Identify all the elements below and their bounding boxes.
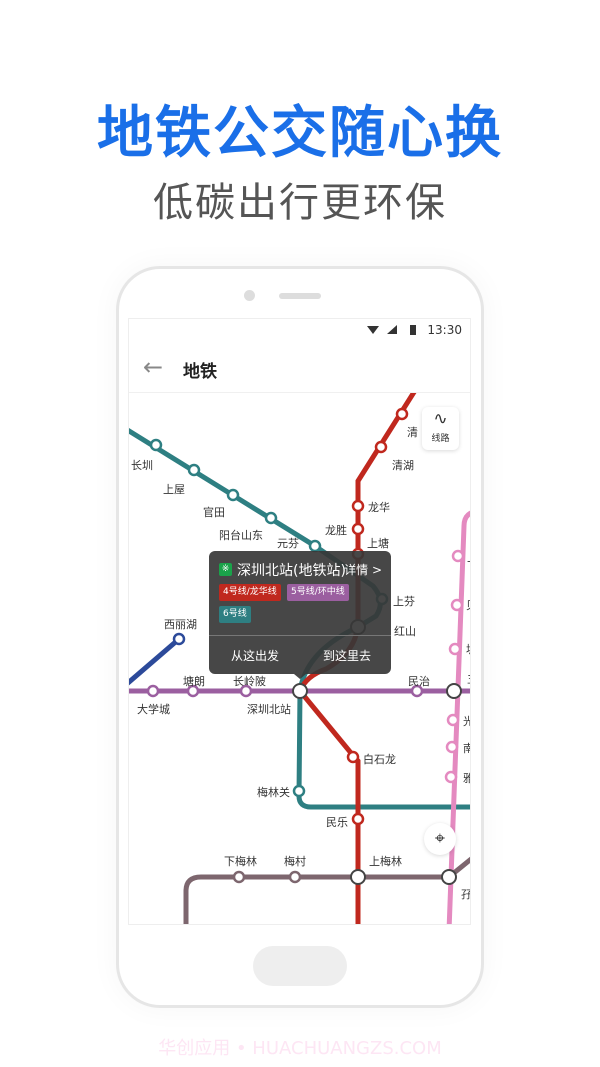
line-tag: 6号线 bbox=[219, 606, 251, 623]
metro-logo-icon: ※ bbox=[219, 563, 232, 576]
station-marker bbox=[446, 713, 460, 727]
route-icon: ∿ bbox=[433, 409, 448, 429]
signal-icon bbox=[387, 325, 397, 334]
station-label: 红山 bbox=[394, 625, 416, 638]
station-label: 清湖 bbox=[392, 459, 414, 472]
station-label: 坂 bbox=[466, 643, 471, 656]
station-label: 孖 bbox=[461, 888, 471, 901]
route-button[interactable]: ∿ 线路 bbox=[422, 407, 459, 450]
station-label: 长岭陂 bbox=[233, 674, 266, 688]
locate-button[interactable]: ⌖ bbox=[424, 823, 456, 855]
crosshair-icon: ⌖ bbox=[434, 828, 446, 849]
station-marker bbox=[292, 784, 306, 798]
app-screen: 长圳上屋官田阳台山东元芬 清清湖龙华龙胜上塘上芬红山 西丽湖塘朗 长岭陂 民治大学城 深圳… bbox=[128, 318, 471, 925]
pink-path bbox=[446, 510, 470, 924]
station-marker bbox=[448, 642, 462, 656]
home-button[interactable] bbox=[253, 946, 347, 986]
interchange-icon bbox=[446, 683, 462, 699]
station-marker bbox=[226, 488, 240, 502]
station-label: 清 bbox=[407, 426, 418, 439]
station-label: 阳台山东 bbox=[219, 528, 263, 542]
station-marker bbox=[351, 499, 365, 513]
interchange-icon bbox=[292, 683, 308, 699]
station-label: 大学城 bbox=[137, 702, 170, 716]
brown-path bbox=[183, 856, 470, 924]
divider bbox=[209, 635, 391, 636]
status-icons bbox=[367, 325, 416, 335]
station-marker bbox=[264, 511, 278, 525]
station-marker bbox=[288, 870, 302, 884]
station-marker bbox=[351, 812, 365, 826]
speaker bbox=[279, 293, 321, 299]
station-marker bbox=[395, 407, 409, 421]
station-marker bbox=[232, 870, 246, 884]
station-marker bbox=[186, 684, 200, 698]
station-label: 西丽湖 bbox=[164, 618, 197, 631]
station-label: 白石龙 bbox=[363, 752, 396, 766]
station-marker bbox=[450, 598, 464, 612]
arrive-button[interactable]: 到这里去 bbox=[323, 649, 372, 663]
popup-pointer bbox=[294, 674, 306, 679]
station-label: 长圳 bbox=[131, 459, 153, 472]
station-label: 上屋 bbox=[163, 483, 185, 496]
depart-button[interactable]: 从这出发 bbox=[231, 649, 280, 663]
station-label: 塘朗 bbox=[183, 674, 205, 688]
station-label: 上 bbox=[467, 551, 471, 564]
station-label: 民治 bbox=[408, 674, 430, 688]
station-label: 龙华 bbox=[368, 500, 390, 514]
station-label: 官田 bbox=[203, 505, 225, 519]
interchange-icon bbox=[350, 869, 366, 885]
station-label: 梅村 bbox=[284, 854, 306, 868]
station-marker bbox=[149, 438, 163, 452]
station-label: 上梅林 bbox=[369, 854, 402, 868]
station-label: 梅林关 bbox=[257, 785, 290, 799]
wifi-icon bbox=[367, 326, 379, 334]
station-label: 上塘 bbox=[367, 536, 389, 550]
status-bar: 13:30 bbox=[129, 319, 470, 341]
station-label: 民乐 bbox=[326, 816, 348, 829]
route-button-label: 线路 bbox=[431, 434, 450, 444]
line-tag: 4号线/龙华线 bbox=[219, 584, 281, 601]
station-label: 深圳北站 bbox=[247, 702, 291, 716]
arrow-left-icon[interactable]: ← bbox=[143, 353, 164, 381]
battery-icon bbox=[410, 325, 416, 335]
station-marker bbox=[239, 684, 253, 698]
station-label: 龙胜 bbox=[325, 523, 347, 537]
station-label: 下梅林 bbox=[224, 854, 257, 868]
station-marker bbox=[351, 522, 365, 536]
line-tag: 5号线/环中线 bbox=[287, 584, 349, 601]
station-marker bbox=[451, 549, 465, 563]
station-marker bbox=[308, 539, 322, 553]
station-marker bbox=[346, 750, 360, 764]
app-header: ← 地铁 bbox=[129, 341, 470, 393]
popup-station-name: 深圳北站(地铁站) bbox=[237, 563, 346, 579]
interchange-icon bbox=[441, 869, 457, 885]
blue-path bbox=[129, 637, 181, 686]
station-marker bbox=[410, 684, 424, 698]
station-marker bbox=[146, 684, 160, 698]
station-marker bbox=[445, 740, 459, 754]
station-label: 雅 bbox=[463, 771, 471, 785]
details-link[interactable]: 详情 > bbox=[344, 563, 382, 577]
station-marker bbox=[187, 463, 201, 477]
station-label: 光 bbox=[463, 714, 471, 728]
station-marker bbox=[444, 770, 458, 784]
camera bbox=[244, 290, 255, 301]
promo-headline: 地铁公交随心换 bbox=[97, 101, 503, 166]
station-marker bbox=[374, 440, 388, 454]
status-time: 13:30 bbox=[427, 323, 462, 337]
station-label: 五 bbox=[467, 673, 471, 686]
station-label: 上芬 bbox=[393, 595, 415, 608]
station-label: 贝 bbox=[466, 599, 471, 612]
page-title: 地铁 bbox=[183, 362, 217, 382]
station-label: 元芬 bbox=[277, 537, 299, 550]
promo-subheadline: 低碳出行更环保 bbox=[153, 180, 447, 226]
station-label: 南 bbox=[463, 742, 471, 755]
watermark: 华创应用 • HUACHUANGZS.COM bbox=[158, 1038, 442, 1059]
station-popup: ※ 深圳北站(地铁站) 详情 > 4号线/龙华线 5号线/环中线 6号线 从这出… bbox=[209, 551, 391, 679]
station-marker bbox=[172, 632, 186, 646]
